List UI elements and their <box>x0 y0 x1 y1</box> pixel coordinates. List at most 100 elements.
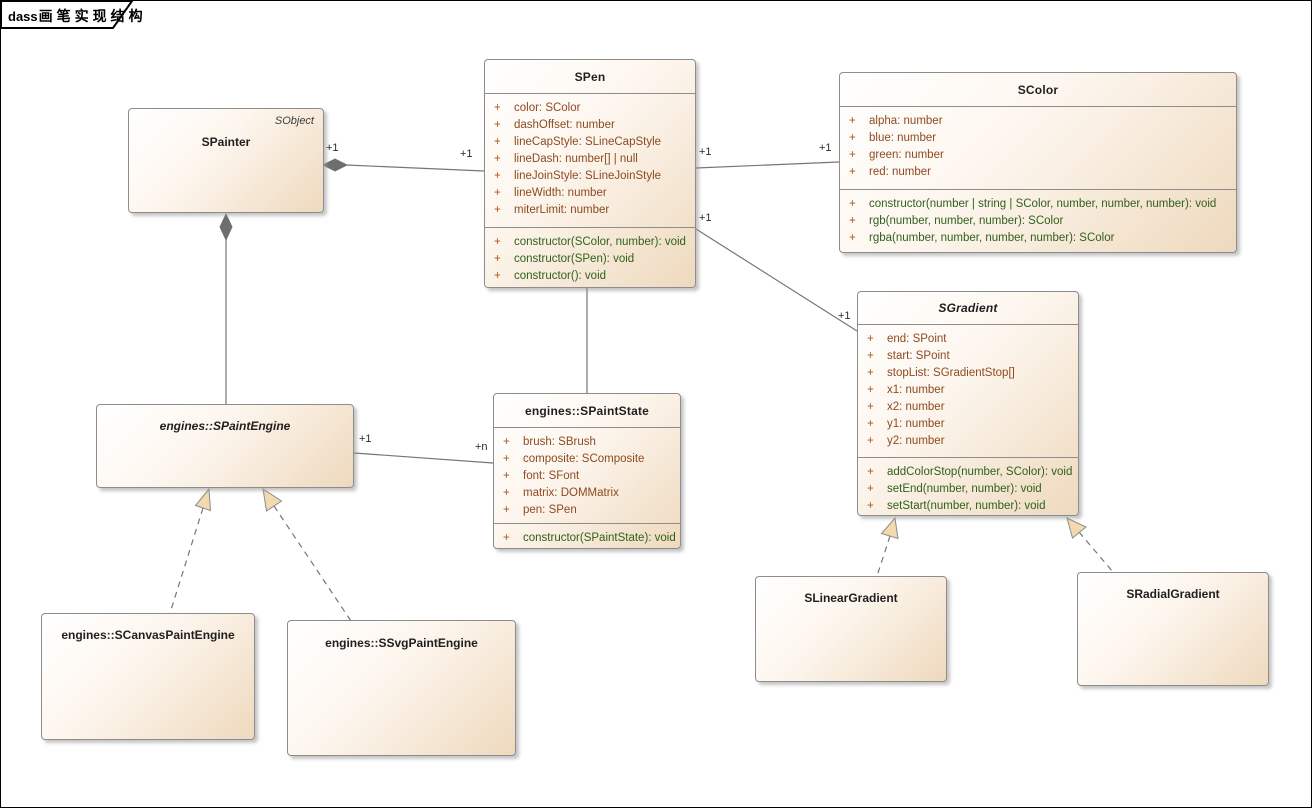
member-text: x2: number <box>887 401 945 413</box>
member-row: + setEnd(number, number): void <box>858 481 1078 498</box>
composition-spainter-spaintengine[interactable] <box>219 213 233 404</box>
member-row: +lineWidth: number <box>485 185 695 202</box>
class-sradialgradient[interactable]: SRadialGradient <box>1077 572 1269 686</box>
member-text: font: SFont <box>523 470 580 482</box>
visibility-sign: + <box>849 215 856 227</box>
composition-spainter-spen[interactable] <box>322 158 485 172</box>
realization-slineargradient-sgradient[interactable] <box>876 516 899 577</box>
member-row: +alpha: number <box>840 113 1236 130</box>
multiplicity-label: +1 <box>838 310 851 322</box>
visibility-sign: + <box>849 232 856 244</box>
member-row: +stopList: SGradientStop[] <box>858 365 1078 382</box>
methods-compartment: +constructor(number | string | SColor, n… <box>840 189 1236 252</box>
visibility-sign: + <box>494 170 501 182</box>
visibility-sign: + <box>867 435 874 447</box>
member-text: setEnd(number, number): void <box>887 483 1042 495</box>
member-row: + end: SPoint <box>858 331 1078 348</box>
visibility-sign: + <box>503 470 510 482</box>
association-spaintengine-spaintstate[interactable] <box>353 452 494 464</box>
class-ssvgpaintengine[interactable]: engines::SSvgPaintEngine <box>287 620 516 756</box>
member-row: +constructor(SPen): void <box>485 251 695 268</box>
class-title: SRadialGradient <box>1126 587 1220 601</box>
member-text: constructor(): void <box>514 270 607 282</box>
base-class-annotation: SObject <box>274 115 314 127</box>
multiplicity-label: +1 <box>699 212 712 224</box>
member-row: +red: number <box>840 164 1236 181</box>
composition-diamond <box>219 213 233 241</box>
class-scolor[interactable]: SColor +alpha: number + blue: number +green… <box>839 72 1237 253</box>
class-title: engines::SCanvasPaintEngine <box>61 628 235 642</box>
frame-tab-shape <box>1 1 134 29</box>
class-title: SGradient <box>938 301 998 315</box>
member-text: pen: SPen <box>523 504 577 516</box>
member-row: +rgba(number, number, number, number): S… <box>840 230 1236 247</box>
member-text: matrix: DOMMatrix <box>523 487 619 499</box>
class-slineargradient[interactable]: SLinearGradient <box>755 576 947 682</box>
visibility-sign: + <box>494 119 501 131</box>
association-spen-sgradient[interactable] <box>695 228 858 332</box>
realization-scanvaspaintengine-spaintengine[interactable] <box>169 487 212 614</box>
visibility-sign: + <box>849 166 856 178</box>
class-title: SColor <box>1017 82 1059 97</box>
class-spaintstate[interactable]: engines::SPaintState +brush: SBrush+comp… <box>493 393 681 549</box>
member-text: lineJoinStyle: SLineJoinStyle <box>514 170 662 182</box>
member-text: stopList: SGradientStop[] <box>887 367 1015 379</box>
visibility-sign: + <box>849 132 856 144</box>
class-title: SPainter <box>201 135 251 149</box>
class-spaintengine[interactable]: engines::SPaintEngine <box>96 404 354 488</box>
class-spainter[interactable]: SObject SPainter <box>128 108 324 213</box>
member-row: +setStart(number, number): void <box>858 498 1078 515</box>
member-text: composite: SComposite <box>523 453 645 465</box>
member-text: blue: number <box>869 132 937 144</box>
member-text: end: SPoint <box>887 333 947 345</box>
multiplicity-label: +1 <box>326 142 339 154</box>
association-spen-scolor[interactable] <box>695 161 840 169</box>
methods-compartment: +addColorStop(number, SColor): void+setE… <box>858 457 1078 515</box>
member-row: + start: SPoint <box>858 348 1078 365</box>
member-row: + rgb(number, number, number): SColor <box>840 213 1236 230</box>
generalization-arrowhead <box>1066 517 1087 539</box>
member-text: constructor(SPaintState): void <box>523 532 676 544</box>
class-sgradient[interactable]: SGradient +end: SPoint+start: SPoint+sto… <box>857 291 1079 516</box>
visibility-sign: + <box>867 350 874 362</box>
attributes-compartment: +brush: SBrush+composite: SComposite+fon… <box>494 427 680 523</box>
class-title: SPen <box>574 69 606 84</box>
member-row: + pen: SPen <box>494 502 680 519</box>
member-text: rgb(number, number, number): SColor <box>869 215 1064 227</box>
class-title: engines::SPaintEngine <box>159 419 291 433</box>
member-row: +color: SColor <box>485 100 695 117</box>
visibility-sign: + <box>849 149 856 161</box>
realization-sradialgradient-sgradient[interactable] <box>1066 517 1114 573</box>
multiplicity-label: +n <box>475 441 488 453</box>
visibility-sign: + <box>867 500 874 512</box>
generalization-arrowhead <box>262 487 283 512</box>
member-row: +y1: number <box>858 416 1078 433</box>
visibility-sign: + <box>503 453 510 465</box>
visibility-sign: + <box>867 466 874 478</box>
visibility-sign: + <box>503 436 510 448</box>
visibility-sign: + <box>503 504 510 516</box>
visibility-sign: + <box>494 187 501 199</box>
visibility-sign: + <box>494 253 501 265</box>
class-scanvaspaintengine[interactable]: engines::SCanvasPaintEngine <box>41 613 255 740</box>
class-spen[interactable]: SPen +color: SColor+dashOffset: number+l… <box>484 59 696 288</box>
multiplicity-label: +1 <box>460 148 473 160</box>
realization-ssvgpaintengine-spaintengine[interactable] <box>262 487 352 622</box>
member-row: + lineJoinStyle: SLineJoinStyle <box>485 168 695 185</box>
member-row: +x2: number <box>858 399 1078 416</box>
member-row: +miterLimit: number <box>485 202 695 219</box>
member-row: +brush: SBrush <box>494 434 680 451</box>
composition-diamond <box>322 158 348 172</box>
visibility-sign: + <box>494 236 501 248</box>
visibility-sign: + <box>867 333 874 345</box>
visibility-sign: + <box>867 483 874 495</box>
member-text: y1: number <box>887 418 945 430</box>
member-row: +constructor(number | string | SColor, n… <box>840 196 1236 213</box>
member-row: +dashOffset: number <box>485 117 695 134</box>
member-row: +addColorStop(number, SColor): void <box>858 464 1078 481</box>
visibility-sign: + <box>494 204 501 216</box>
member-row: + blue: number <box>840 130 1236 147</box>
member-row: +green: number <box>840 147 1236 164</box>
member-text: start: SPoint <box>887 350 950 362</box>
member-row: +constructor(): void <box>485 268 695 285</box>
